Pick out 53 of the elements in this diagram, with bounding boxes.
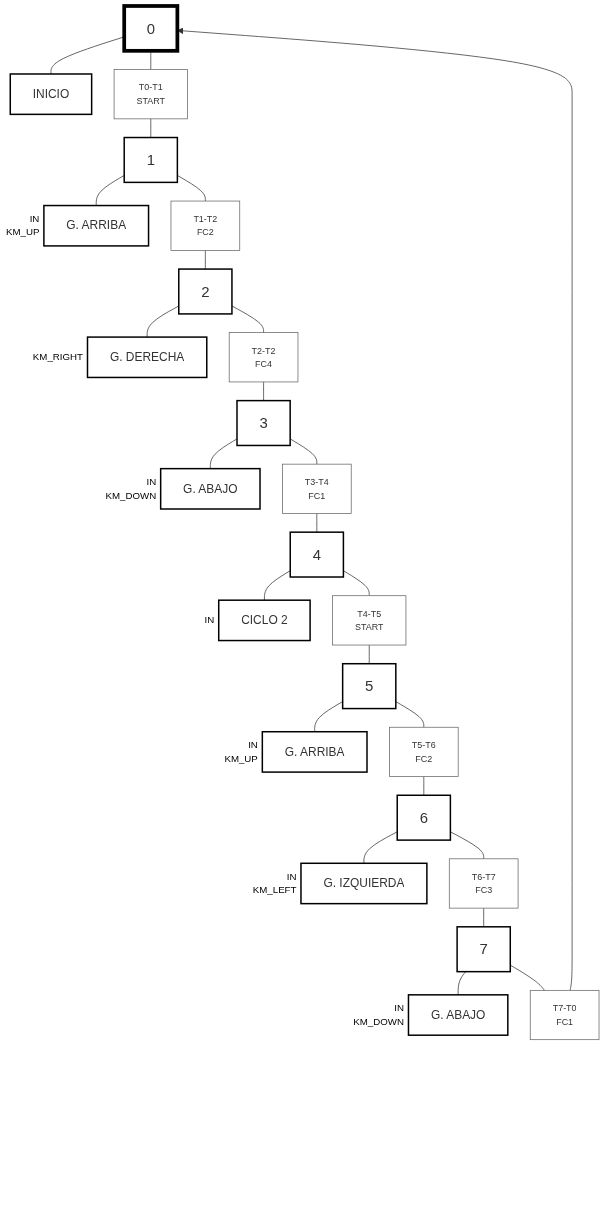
- connector: [483, 907, 485, 928]
- connector: [457, 971, 467, 996]
- node-box: 7: [456, 926, 511, 973]
- node-box: T2-T2 FC4: [228, 332, 299, 383]
- connector: [343, 570, 370, 597]
- action-variable-label: KM_DOWN: [353, 1015, 404, 1027]
- connector: [395, 701, 425, 728]
- action-variable-label: IN: [146, 476, 157, 488]
- node-box: 1: [123, 136, 179, 184]
- connector: [205, 250, 206, 270]
- action-variable-label: IN: [394, 1002, 404, 1014]
- action-variable-label: KM_UP: [5, 226, 40, 238]
- action-variable-label: IN: [286, 870, 297, 882]
- node-box: T4-T5 START: [332, 595, 407, 646]
- connector: [150, 118, 152, 138]
- node-box: 2: [178, 268, 233, 315]
- node-box: G. ABAJO: [407, 994, 509, 1036]
- connector: [263, 381, 264, 401]
- connector: [209, 438, 238, 469]
- node-box: G. ARRIBA: [261, 731, 368, 773]
- node-box: 4: [289, 531, 345, 578]
- node-box: 6: [396, 794, 452, 841]
- connector: [95, 175, 125, 206]
- node-box: INICIO: [9, 73, 93, 116]
- node-box: G. IZQUIERDA: [300, 862, 428, 905]
- node-box: G. DERECHA: [86, 336, 208, 379]
- node-box: T1-T2 FC2: [170, 200, 241, 251]
- node-box: T3-T4 FC1: [282, 463, 352, 514]
- connector: [264, 570, 291, 601]
- action-variable-label: KM_DOWN: [105, 489, 157, 501]
- action-variable-label: IN: [29, 213, 40, 224]
- node-box: T5-T6 FC2: [389, 726, 459, 777]
- node-box: 0: [122, 4, 180, 53]
- connector: [450, 831, 485, 860]
- node-box: T7-T0 FC1: [529, 989, 600, 1041]
- action-variable-label: KM_LEFT: [252, 884, 297, 896]
- connector: [231, 305, 264, 333]
- action-variable-label: IN: [204, 614, 215, 626]
- node-box: T0-T1 START: [113, 69, 188, 120]
- connector: [316, 513, 318, 533]
- node-box: CICLO 2: [218, 599, 311, 642]
- connector: [363, 831, 398, 864]
- node-box: 5: [341, 662, 397, 710]
- node-box: G. ARRIBA: [43, 204, 150, 247]
- connector: [177, 175, 206, 202]
- node-box: 3: [236, 399, 291, 447]
- connector: [368, 644, 370, 665]
- action-variable-label: KM_RIGHT: [32, 351, 83, 363]
- action-variable-label: KM_UP: [224, 752, 258, 764]
- node-box: G. ABAJO: [159, 467, 261, 510]
- node-box: T6-T7 FC3: [448, 858, 519, 909]
- connector: [423, 776, 425, 796]
- action-variable-label: IN: [248, 739, 258, 751]
